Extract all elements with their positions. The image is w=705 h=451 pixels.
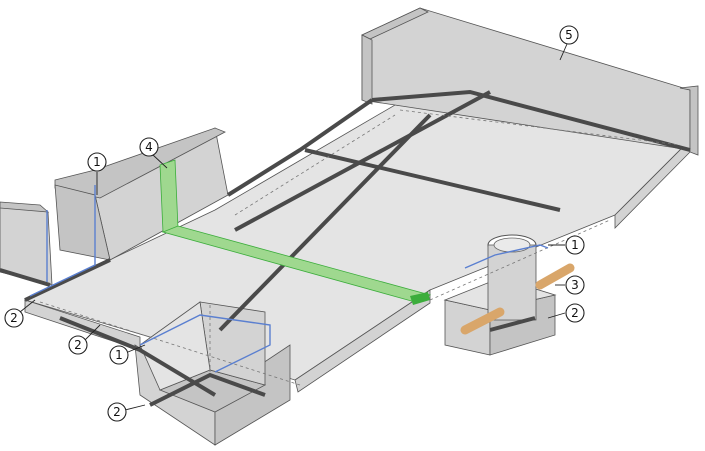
hose-shaft [464,244,549,269]
dashed-line [234,114,396,216]
callout-2-shaft: 2 [565,303,585,323]
leader-line [559,43,568,61]
callout-1-pit: 1 [109,345,129,365]
shaft-inner-rim [493,237,531,253]
injection-hoses [29,185,549,373]
callout-label: 5 [565,28,573,42]
callout-1-shaft: 1 [565,235,585,255]
leader-line [127,344,146,353]
pipes [460,263,575,335]
callout-label: 4 [145,140,153,154]
pipe-left [460,307,505,335]
hose-pit [139,314,271,373]
callout-label: 1 [115,348,123,362]
dashed-lines [39,109,681,386]
joint-band-left-diagonal [226,98,374,197]
pit-inner-left [139,301,211,391]
left-return-wall [361,34,373,105]
callout-label: 2 [74,338,82,352]
green-waterstop-diagonal [161,225,432,303]
pipe-right [535,263,575,290]
right-wall-end [679,85,699,156]
callout-4-waterstop: 4 [139,137,159,157]
callout-label: 3 [571,278,579,292]
green-waterstop-end [410,292,430,305]
leader-line [152,154,168,169]
callout-label: 2 [571,306,579,320]
hose-left-wall [29,185,96,297]
leader-line [124,404,146,411]
dashed-line [429,219,611,301]
callout-3-pipe: 3 [565,275,585,295]
joint-band-shaft [489,316,536,332]
green-waterstop [159,159,432,305]
callout-label: 2 [10,311,18,325]
callout-1-left-wall: 1 [87,152,107,172]
joint-band-far-left [0,268,51,287]
dashed-line [399,109,681,146]
joint-band-cross-3 [218,113,432,332]
joint-band-pit [149,372,266,407]
leader-lines [19,43,568,411]
joint-band-back-wall-base [371,89,691,152]
callout-label: 1 [93,155,101,169]
joint-bands [0,89,691,407]
leader-line [84,324,101,341]
callout-label: 2 [113,405,121,419]
joint-band-front-edge [59,316,217,397]
slab-front-edge-mid [294,289,431,393]
joint-band-cross-1 [304,148,561,212]
joint-band-cross-2 [234,90,491,232]
callout-2-front-left: 2 [68,335,88,355]
callout-label: 1 [571,238,579,252]
callout-5-back-wall: 5 [559,25,579,45]
green-waterstop-vertical [159,159,179,233]
leader-line [547,312,566,319]
far-left-wall-top [0,201,50,213]
callout-2-pit: 2 [107,402,127,422]
callout-2-far-left: 2 [4,308,24,328]
leader-line [19,299,36,313]
joint-band-front-left [24,258,111,302]
